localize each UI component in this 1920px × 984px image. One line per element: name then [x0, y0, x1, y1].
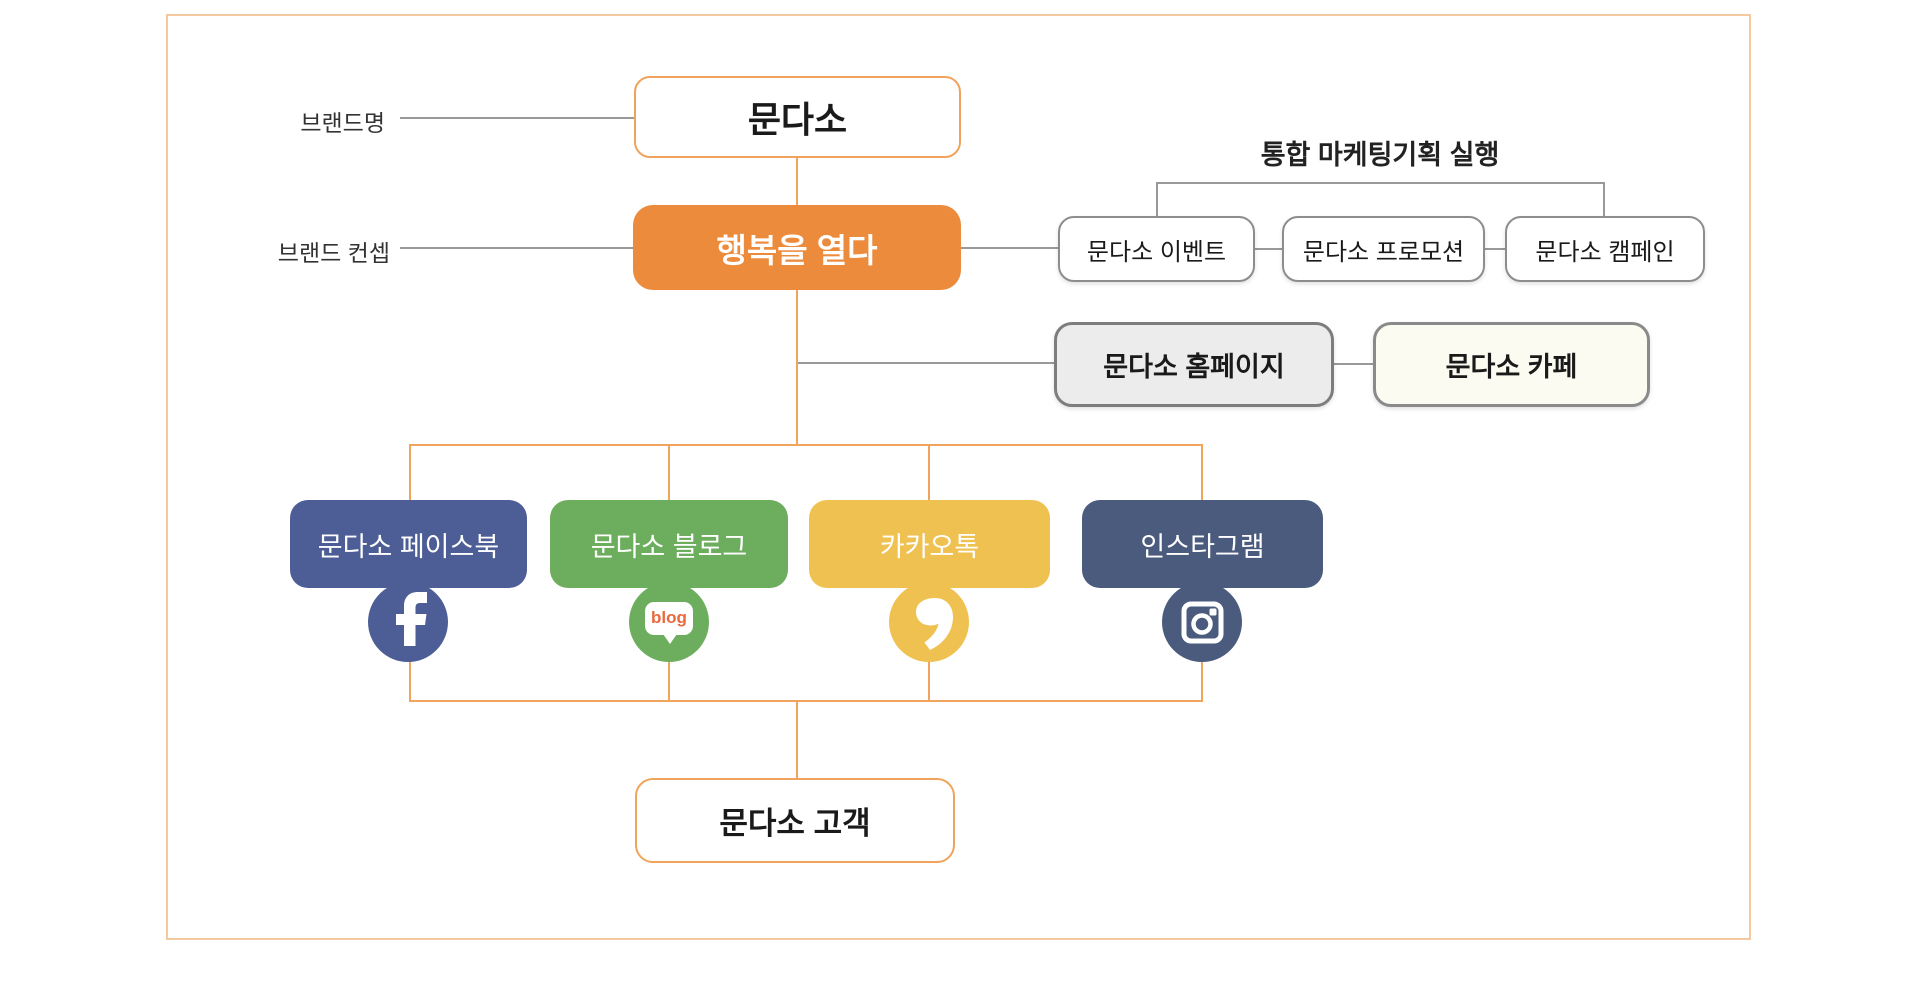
connector-event-to-promotion — [1255, 248, 1282, 250]
campaign-box: 문다소 캠페인 — [1505, 216, 1705, 282]
brand-concept-box: 행복을 열다 — [633, 205, 961, 290]
connector-brandname-to-box — [400, 117, 634, 119]
brand-concept-label: 브랜드 컨셉 — [277, 240, 390, 266]
promotion-box: 문다소 프로모션 — [1282, 216, 1485, 282]
connector-to-customer — [796, 700, 798, 778]
instagram-box: 인스타그램 — [1082, 500, 1323, 588]
marketing-bracket-right-drop — [1603, 182, 1605, 216]
facebook-box: 문다소 페이스북 — [290, 500, 527, 588]
brand-name-box: 문다소 — [634, 76, 961, 158]
blog-box: 문다소 블로그 — [550, 500, 788, 588]
kakaotalk-icon — [889, 582, 969, 662]
customer-box: 문다소 고객 — [635, 778, 955, 863]
blog-speech-bubble: blog — [645, 601, 693, 644]
cafe-box: 문다소 카페 — [1373, 322, 1650, 407]
marketing-group-title: 통합 마케팅기획 실행 — [1260, 140, 1500, 170]
connector-homepage-to-cafe — [1334, 363, 1373, 365]
naver-blog-icon: blog — [629, 582, 709, 662]
instagram-camera-glyph — [1181, 601, 1224, 644]
blog-bubble-tail — [663, 633, 677, 644]
event-box: 문다소 이벤트 — [1058, 216, 1255, 282]
connector-promotion-to-campaign — [1485, 248, 1505, 250]
kakao-comma-glyph — [916, 598, 953, 650]
kakaotalk-box: 카카오톡 — [809, 500, 1050, 588]
facebook-icon — [368, 582, 448, 662]
connector-concept-to-event — [960, 247, 1058, 249]
homepage-box: 문다소 홈페이지 — [1054, 322, 1334, 407]
marketing-bracket-left-drop — [1156, 182, 1158, 216]
instagram-icon — [1162, 582, 1242, 662]
connector-brand-to-concept — [796, 158, 798, 206]
blog-icon-text: blog — [651, 608, 687, 627]
sns-manifold-bottom — [409, 700, 1203, 702]
brand-name-label: 브랜드명 — [300, 110, 385, 136]
connector-concept-trunk — [796, 289, 798, 445]
marketing-bracket-horizontal — [1156, 182, 1605, 184]
connector-trunk-to-homepage — [796, 362, 1054, 364]
facebook-f-glyph — [396, 592, 427, 646]
connector-concept-to-box — [400, 247, 633, 249]
sns-manifold-top — [409, 444, 1203, 446]
diagram-outer-frame — [166, 14, 1751, 940]
